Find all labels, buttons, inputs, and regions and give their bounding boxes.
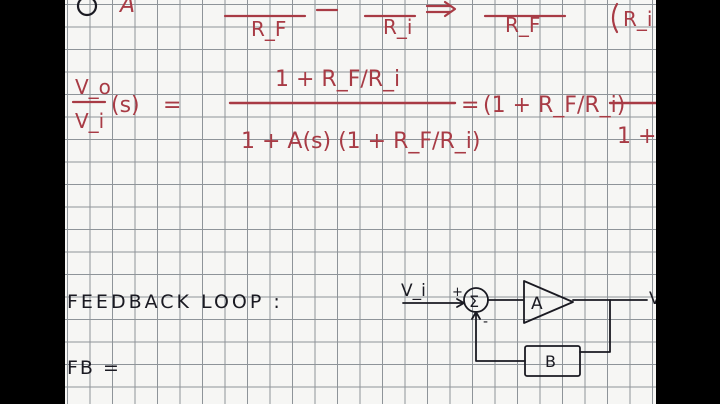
feedback-loop-heading: FEEDBACK LOOP : (67, 291, 283, 313)
rhs-factor: (1 + R_F/R_i) (483, 93, 625, 118)
lhs-denominator: V_i (75, 109, 104, 133)
top-equation (76, 0, 619, 34)
handwriting-layer: A R_F R_i R_F R_i V_o V_i (s) = 1 + R_F/… (67, 0, 656, 379)
plus-sign: + (452, 285, 463, 300)
implies-arrow (425, 0, 457, 18)
feedback-return-wire (471, 311, 526, 362)
sum-symbol: Σ (469, 292, 479, 311)
output-tap-wire (579, 299, 611, 353)
main-denominator: 1 + A(s) (1 + R_F/R_i) (241, 129, 480, 154)
top-frac3-denominator: R_F (505, 13, 540, 37)
block-diagram: V_i + Σ - A V B (401, 280, 656, 377)
lhs-argument: (s) (111, 93, 140, 118)
rhs-equals: = (461, 93, 479, 118)
rhs-cut-denominator: 1 + (617, 124, 656, 149)
feedback-block-label: B (545, 352, 556, 371)
amplifier-triangle (523, 280, 574, 324)
lhs-equals: = (163, 93, 181, 118)
top-left-symbol: A (118, 0, 135, 18)
lhs-numerator: V_o (75, 75, 111, 99)
circled-label-mark (76, 0, 98, 17)
forward-block-label: A (531, 294, 543, 314)
transfer-function: V_o V_i (s) = 1 + R_F/R_i 1 + A(s) (1 + … (71, 67, 656, 154)
output-label: V (649, 289, 656, 309)
minus-sign: - (483, 314, 488, 330)
top-paren-content: R_i (623, 7, 652, 31)
top-frac1-denominator: R_F (251, 17, 286, 41)
diagram-input-label: V_i (401, 281, 426, 301)
graph-paper: A R_F R_i R_F R_i V_o V_i (s) = 1 + R_F/… (65, 0, 656, 404)
top-frac2-denominator: R_i (383, 15, 412, 39)
fb-label: FB = (67, 357, 121, 379)
main-numerator: 1 + R_F/R_i (275, 67, 400, 92)
